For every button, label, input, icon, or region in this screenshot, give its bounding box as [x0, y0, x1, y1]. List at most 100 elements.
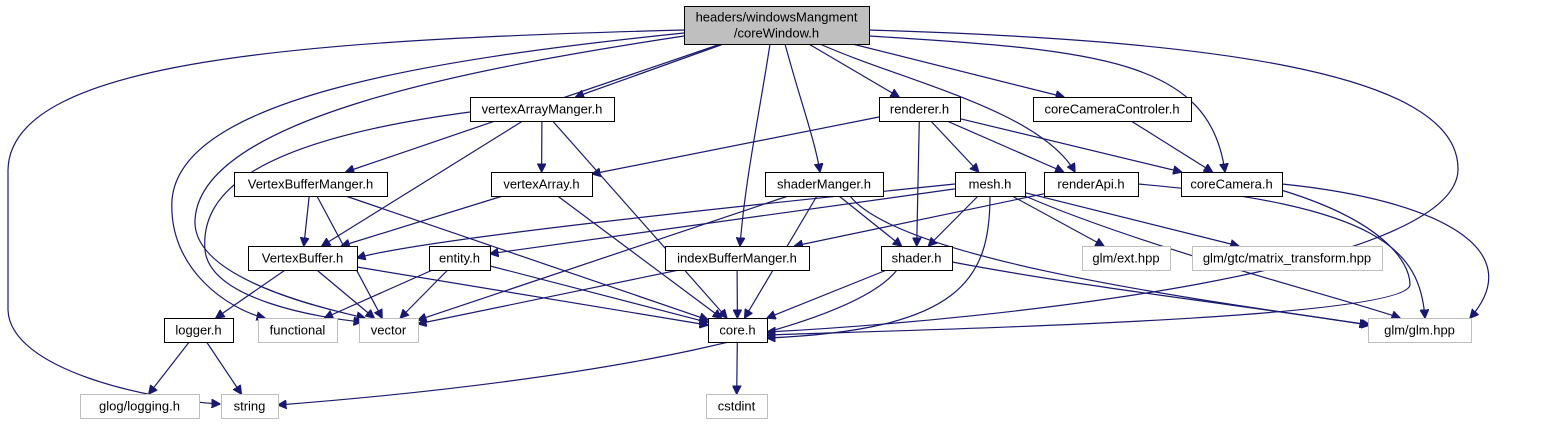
edge-render-api-to-index-buffer-manger [794, 193, 1045, 246]
node-glog[interactable]: glog/logging.h [80, 394, 200, 419]
node-functional[interactable]: functional [258, 318, 338, 343]
node-string[interactable]: string [221, 394, 279, 419]
edge-core-window-to-shader-manger [784, 43, 820, 172]
edge-vertex-buffer-to-core [356, 266, 708, 325]
node-box [1044, 172, 1139, 197]
edges-layer [7, 29, 1490, 405]
node-box [1082, 246, 1171, 271]
node-core-window[interactable]: headers/windowsMangment/coreWindow.h [684, 6, 870, 45]
node-box [221, 394, 279, 419]
node-label: vertexArrayManger.h [482, 102, 603, 117]
node-logger[interactable]: logger.h [164, 318, 234, 343]
node-box [684, 6, 870, 45]
node-label: coreCameraControler.h [1044, 102, 1179, 117]
node-index-buffer-manger[interactable]: indexBufferManger.h [665, 246, 810, 271]
edge-renderer-to-render-api [946, 120, 1064, 172]
node-box [429, 246, 491, 271]
node-vector[interactable]: vector [359, 318, 419, 343]
node-core-camera-controler[interactable]: coreCameraControler.h [1033, 97, 1192, 122]
node-label: shaderManger.h [777, 177, 871, 192]
node-label: renderApi.h [1057, 177, 1124, 192]
node-glmglm[interactable]: glm/glm.hpp [1368, 318, 1472, 343]
node-label: functional [270, 323, 326, 338]
node-glmext[interactable]: glm/ext.hpp [1082, 246, 1171, 271]
edge-core-window-to-vertex-array-manger [576, 43, 724, 97]
edge-entity-to-vector [400, 269, 449, 318]
node-vertex-buffer[interactable]: VertexBuffer.h [248, 246, 358, 271]
edge-core-window-to-renderer [808, 43, 899, 97]
node-label: core.h [719, 323, 755, 338]
edge-core-camera-controler-to-core-camera [1130, 120, 1212, 172]
edge-logger-to-glog [149, 341, 190, 394]
node-cstdint[interactable]: cstdint [706, 394, 768, 419]
node-label: glm/glm.hpp [1384, 323, 1455, 338]
edge-entity-to-core [489, 265, 708, 323]
node-label: vertexArray.h [503, 177, 579, 192]
node-box [470, 97, 615, 122]
edge-core-window-to-functional [171, 32, 685, 318]
node-glmgtc[interactable]: glm/gtc/matrix_transform.hpp [1192, 246, 1383, 271]
edge-core-window-to-core-camera [868, 35, 1225, 172]
node-label: mesh.h [969, 177, 1012, 192]
node-renderer[interactable]: renderer.h [879, 97, 961, 122]
edge-vertex-array-manger-to-vector [204, 111, 471, 322]
edge-vertex-buffer-manger-to-vertex-buffer [304, 195, 310, 246]
node-box [765, 172, 884, 197]
edge-vertex-array-to-vertex-buffer [341, 195, 503, 246]
node-label: glm/ext.hpp [1092, 251, 1159, 266]
edge-mesh-to-glmgtc [1024, 192, 1239, 246]
node-entity[interactable]: entity.h [429, 246, 491, 271]
node-box [1181, 172, 1283, 197]
edge-core-window-to-string [7, 29, 685, 404]
edge-renderer-to-mesh [930, 120, 979, 172]
edge-vertex-array-manger-to-core [552, 120, 727, 318]
node-label: /coreWindow.h [734, 26, 819, 41]
edge-mesh-to-glmext [1011, 195, 1104, 246]
nodes-layer: headers/windowsMangment/coreWindow.h vert… [80, 6, 1472, 419]
node-vertex-array-manger[interactable]: vertexArrayManger.h [470, 97, 615, 122]
node-core-camera[interactable]: coreCamera.h [1181, 172, 1283, 197]
node-label: shader.h [892, 251, 942, 266]
edge-core-camera-to-glmglm [1281, 183, 1490, 318]
edge-shader-manger-to-vector [418, 195, 789, 320]
node-vertex-array[interactable]: vertexArray.h [491, 172, 593, 197]
edge-vertex-array-manger-to-vertex-buffer [322, 120, 524, 246]
edge-renderer-to-vertex-array [592, 116, 880, 174]
node-box [879, 97, 961, 122]
edge-vertex-buffer-manger-to-core [345, 195, 708, 320]
node-render-api[interactable]: renderApi.h [1044, 172, 1139, 197]
node-label: entity.h [439, 251, 480, 266]
edge-entity-to-functional [325, 269, 433, 318]
node-label: headers/windowsMangment [696, 10, 858, 25]
edge-renderer-to-shader [917, 120, 920, 246]
node-box [234, 172, 388, 197]
node-label: string [234, 399, 266, 414]
node-mesh[interactable]: mesh.h [955, 172, 1026, 197]
node-label: coreCamera.h [1190, 177, 1272, 192]
node-shader-manger[interactable]: shaderManger.h [765, 172, 884, 197]
edge-core-window-to-render-api [819, 43, 1075, 172]
edge-logger-to-string [206, 341, 242, 394]
node-box [1368, 318, 1472, 343]
edge-vertex-buffer-to-logger [216, 269, 286, 318]
edge-vertex-array-to-core [557, 195, 722, 318]
node-vertex-buffer-manger[interactable]: VertexBufferManger.h [234, 172, 388, 197]
node-shader[interactable]: shader.h [881, 246, 953, 271]
node-box [955, 172, 1026, 197]
node-box [258, 318, 338, 343]
node-core[interactable]: core.h [708, 318, 768, 343]
edge-index-buffer-manger-to-vector [418, 269, 680, 324]
edge-mesh-to-entity [490, 188, 956, 254]
node-label: VertexBufferManger.h [248, 177, 374, 192]
edge-core-window-to-index-buffer-manger [740, 43, 771, 246]
node-label: glog/logging.h [99, 399, 180, 414]
edge-shader-to-core [767, 269, 887, 318]
node-label: glm/gtc/matrix_transform.hpp [1203, 251, 1371, 266]
edge-shader-to-string [278, 269, 898, 405]
node-box [491, 172, 593, 197]
edge-vertex-buffer-to-vector [316, 269, 374, 318]
edge-core-camera-to-core [767, 189, 1411, 335]
node-label: logger.h [175, 323, 221, 338]
node-box [706, 394, 768, 419]
